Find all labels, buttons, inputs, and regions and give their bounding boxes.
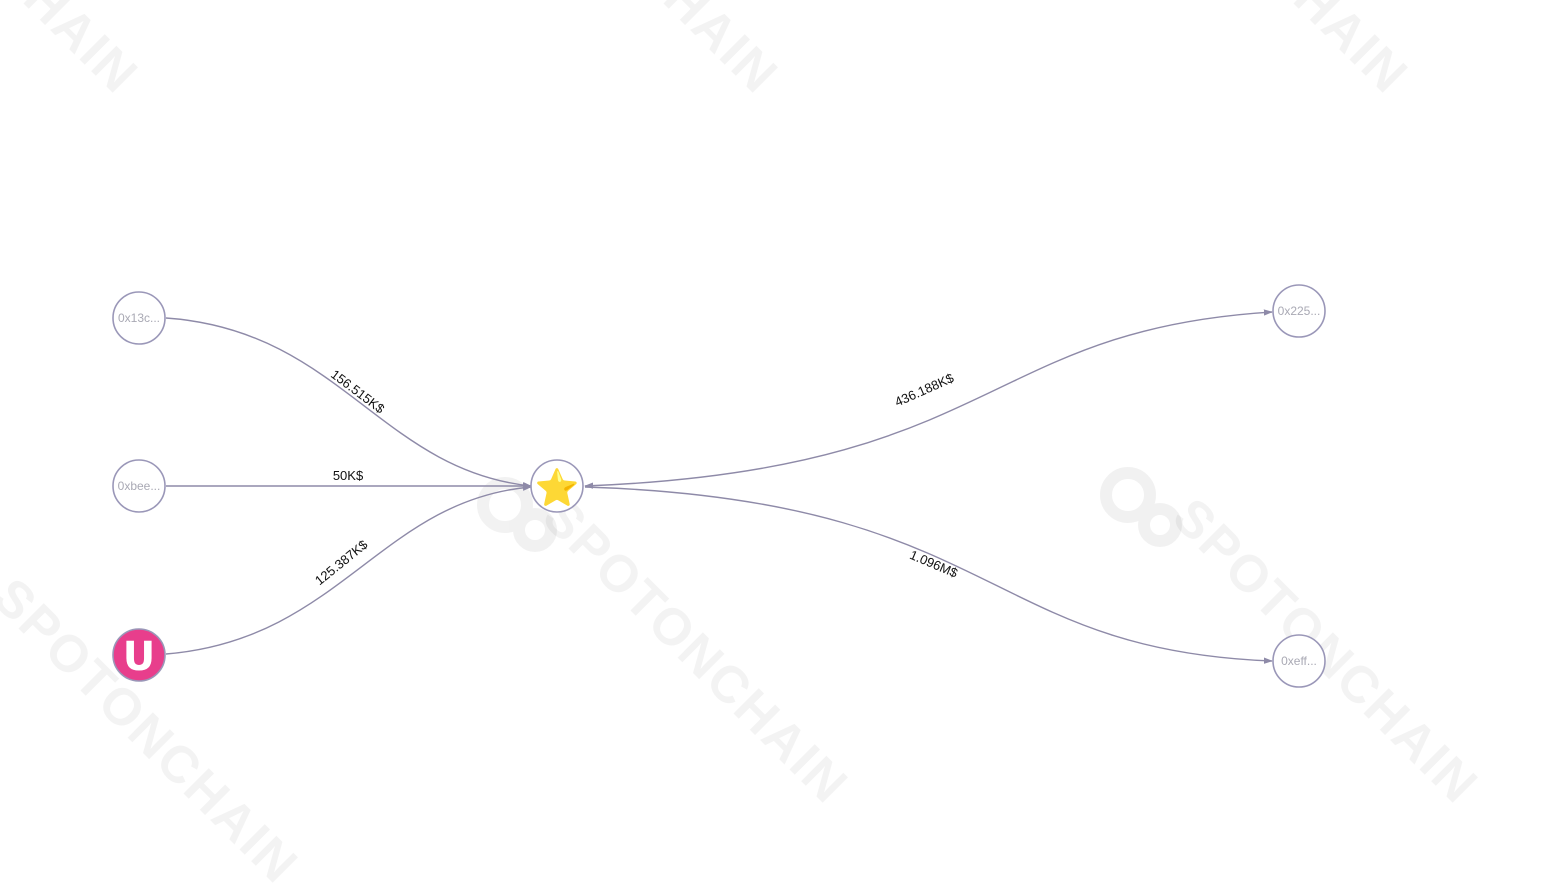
node-label: 0xeff... [1281, 654, 1317, 668]
edge-label: 436.188K$ [892, 370, 956, 410]
edge-center-to-0x225[interactable]: 436.188K$ [584, 309, 1273, 489]
edge-label: 1.096M$ [908, 547, 961, 581]
watermark-text: SPOTONCHAIN [462, 0, 790, 105]
node-label: 0x13c... [118, 311, 160, 325]
node-label: 0xbee... [118, 479, 161, 493]
node-0xeff[interactable]: 0xeff... [1272, 634, 1326, 688]
node-u[interactable]: U [112, 628, 166, 682]
watermark-text: SPOTONCHAIN [532, 487, 860, 815]
watermark-text: SPOTONCHAIN [1092, 0, 1420, 105]
watermark-text: SPOTONCHAIN [1162, 487, 1490, 815]
edge-label: 156.515K$ [328, 366, 388, 416]
watermark-layer: SPOTONCHAIN SPOTONCHAIN SPOTONCHAIN SPOT… [0, 0, 1489, 886]
nodes-layer: ⭐ 0x13c... 0xbee... U 0x225... 0xeff... [112, 284, 1326, 688]
watermark-text: SPOTONCHAIN [0, 567, 309, 886]
node-center[interactable]: ⭐ [530, 459, 584, 513]
node-0x225[interactable]: 0x225... [1272, 284, 1326, 338]
edge-label: 50K$ [333, 468, 364, 483]
node-0x13c[interactable]: 0x13c... [112, 291, 166, 345]
edge-0x13c-to-center[interactable]: 156.515K$ [165, 317, 532, 489]
node-label: 0x225... [1278, 304, 1321, 318]
edge-u-to-center[interactable]: 125.387K$ [165, 484, 532, 655]
u-logo-letter: U [123, 634, 155, 680]
u-logo-icon [112, 628, 166, 682]
edge-label: 125.387K$ [312, 536, 371, 588]
watermark-logo-icon [477, 477, 557, 552]
node-0xbee[interactable]: 0xbee... [112, 459, 166, 513]
watermark-text: SPOTONCHAIN [0, 0, 149, 105]
edge-0xbee-to-center[interactable]: 50K$ [166, 468, 532, 490]
star-icon: ⭐ [535, 467, 580, 509]
